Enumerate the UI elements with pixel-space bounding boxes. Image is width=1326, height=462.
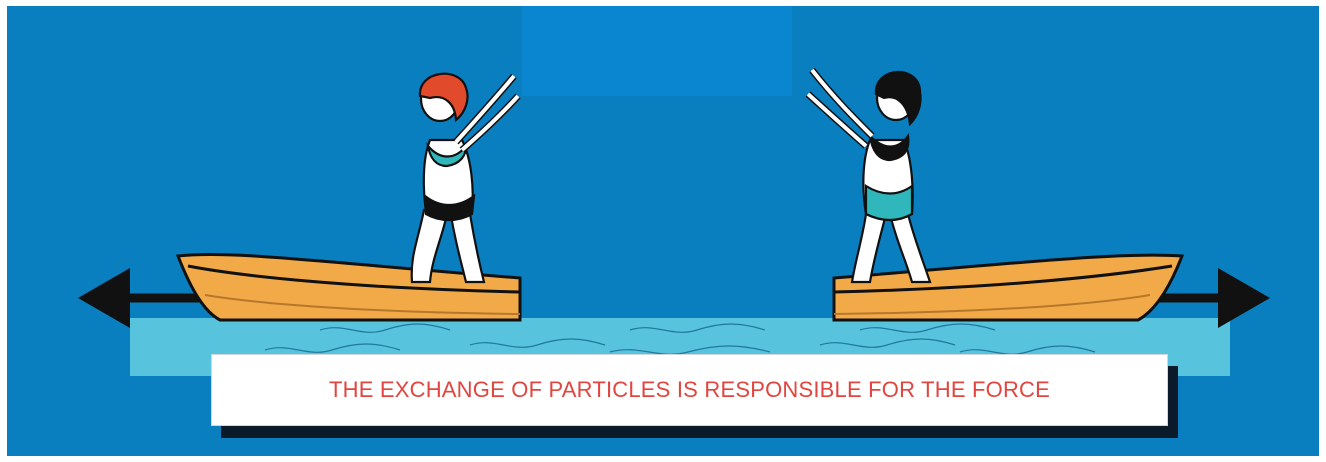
caption-text: THE EXCHANGE OF PARTICLES IS RESPONSIBLE… — [329, 377, 1050, 403]
caption-box: THE EXCHANGE OF PARTICLES IS RESPONSIBLE… — [211, 354, 1168, 426]
occluder-block — [522, 6, 792, 96]
